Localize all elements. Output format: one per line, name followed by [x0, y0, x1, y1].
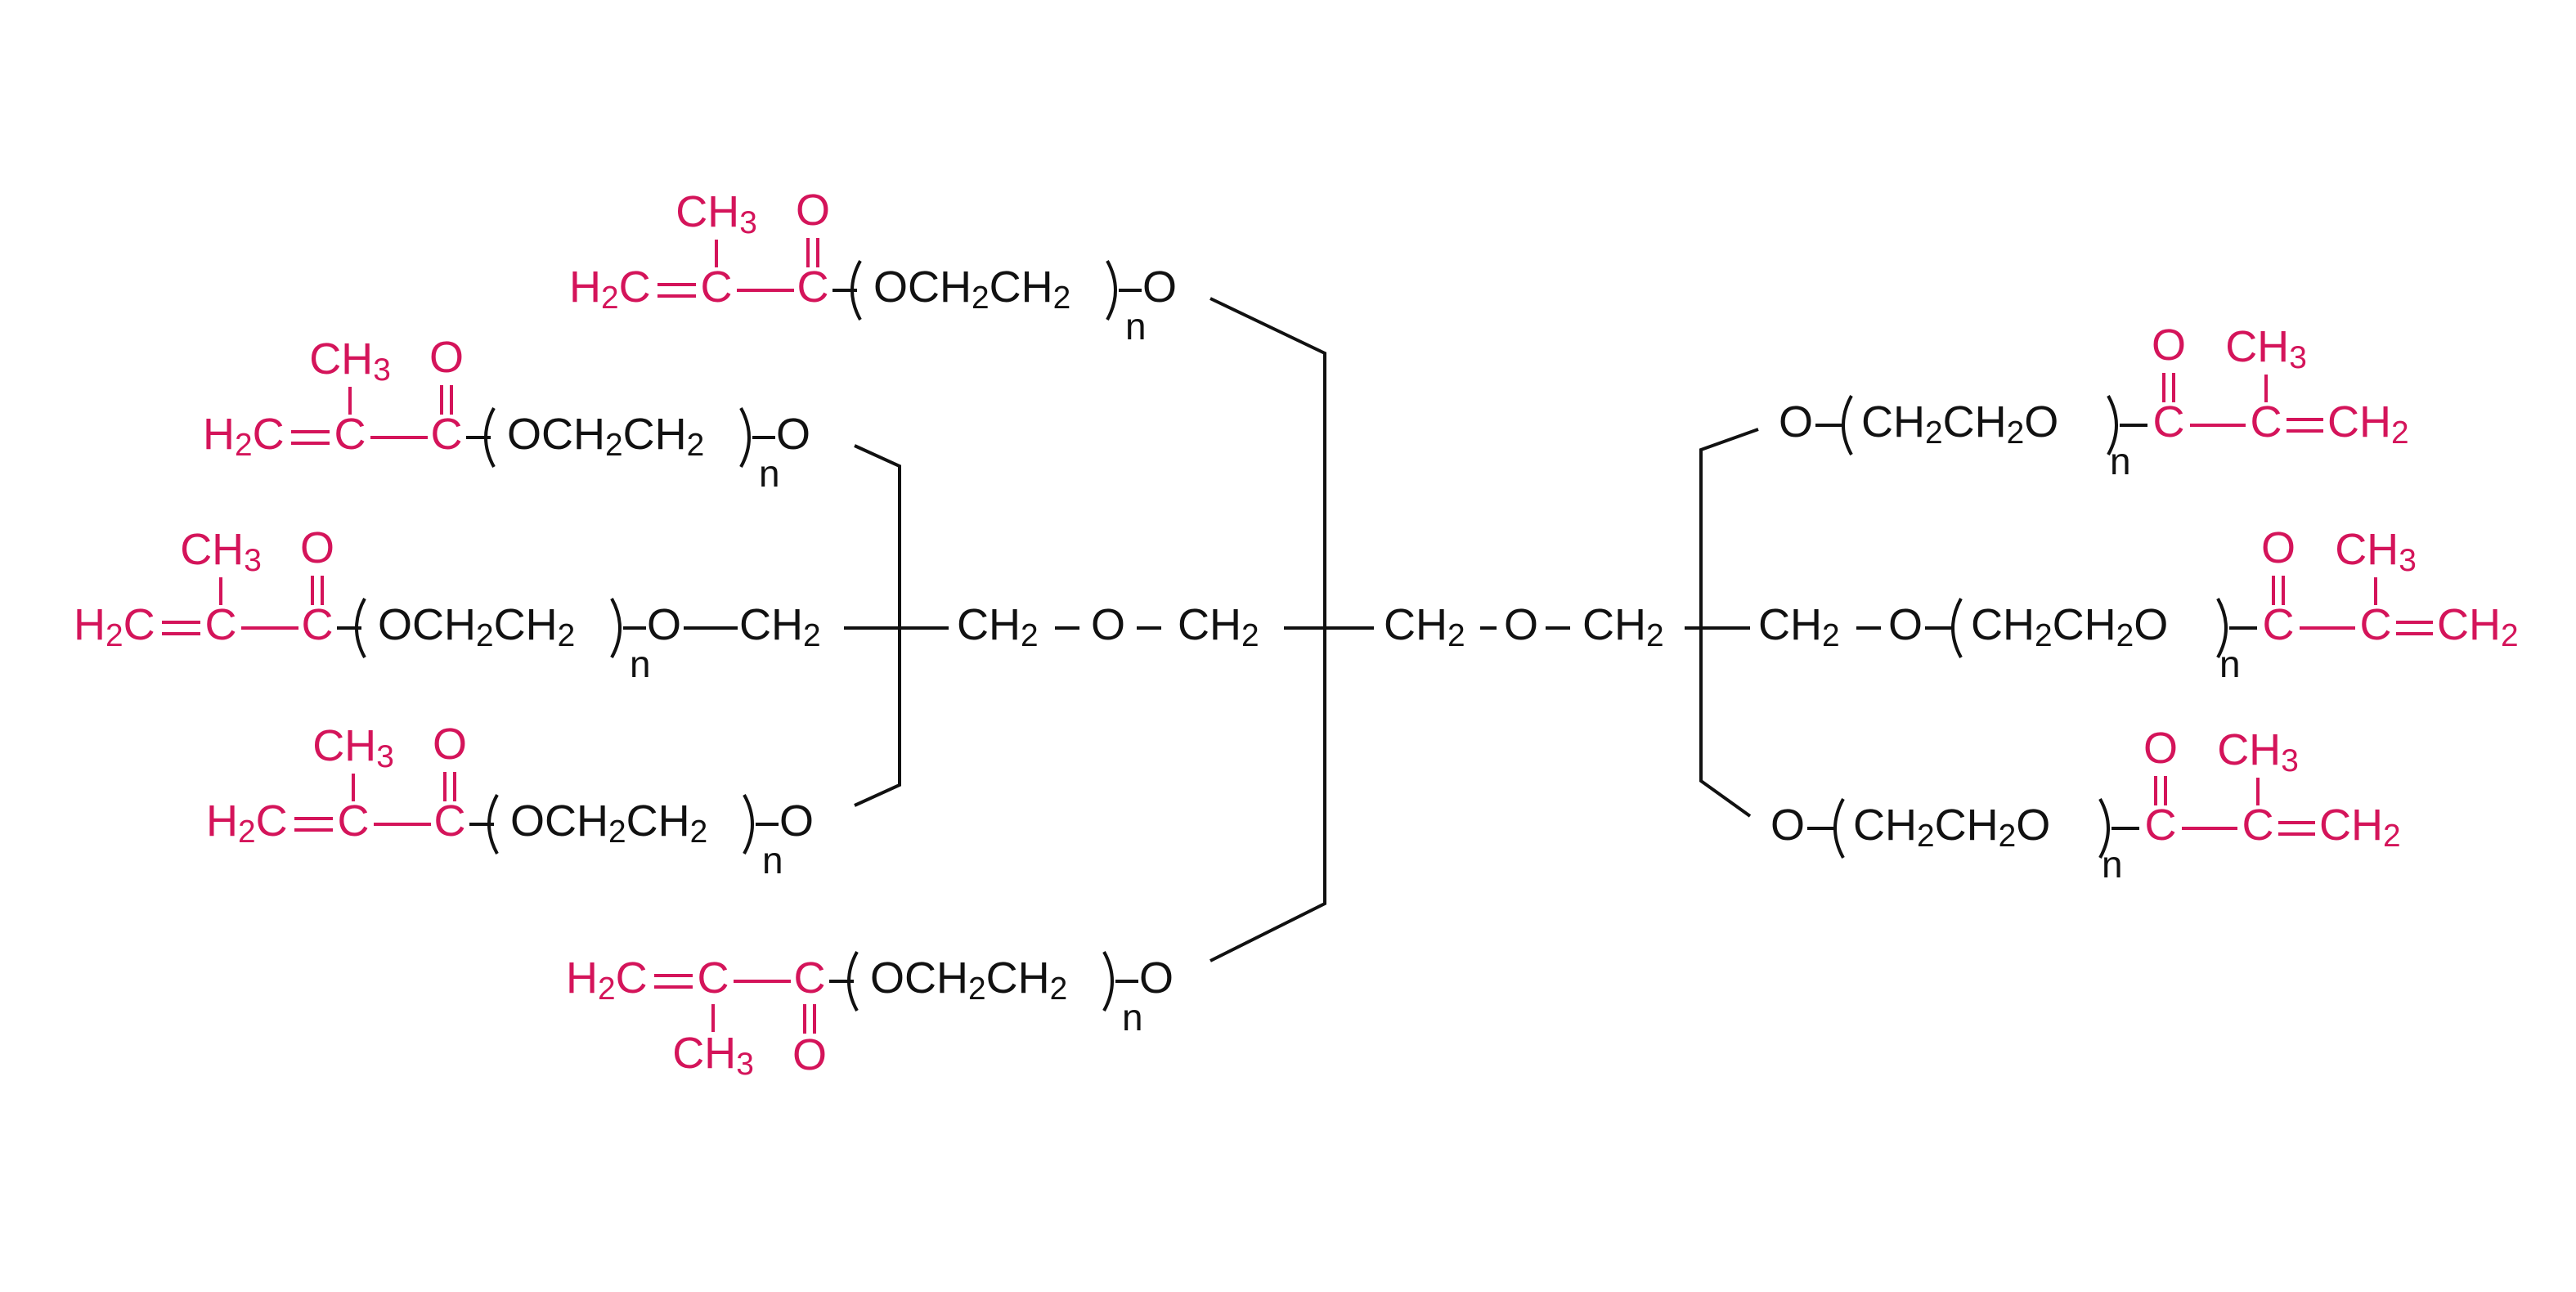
methyl-label: CH3 [2217, 725, 2299, 778]
repeat-bracket-open [355, 598, 366, 658]
repeat-bracket-close [1106, 260, 1117, 321]
carbonyl-oxygen: O [796, 186, 830, 235]
carbonyl-oxygen: O [300, 523, 334, 572]
carbonyl-carbon: C [302, 600, 334, 649]
repeat-count: n [1122, 996, 1143, 1039]
methylene-label: CH2 [1384, 600, 1465, 653]
carbonyl-oxygen: O [429, 333, 464, 382]
methacrylate-bond-lines [162, 238, 2433, 1034]
repeat-bracket-close [1102, 951, 1114, 1012]
peg-unit-label: OCH2CH2 [510, 796, 707, 850]
repeat-bracket-close [743, 794, 754, 855]
methylene-label: CH2 [1582, 600, 1664, 653]
ether-oxygen: O [1779, 397, 1813, 446]
peg-unit-label: CH2CH2O [1861, 397, 2058, 451]
peg-unit-label: OCH2CH2 [870, 953, 1067, 1007]
ether-oxygen: O [1888, 600, 1923, 649]
branch-bond [854, 628, 901, 807]
h2c-label: H2C [74, 600, 155, 653]
carbonyl-oxygen: O [792, 1030, 827, 1079]
repeat-count: n [630, 643, 651, 685]
carbonyl-carbon: C [797, 262, 829, 312]
branch-bond [854, 444, 901, 628]
peg-unit-label: CH2CH2O [1853, 801, 2050, 854]
methyl-label: CH3 [309, 334, 391, 388]
repeat-count: n [2219, 643, 2241, 685]
carbonyl-oxygen: O [2152, 321, 2186, 370]
core-ether-oxygen: O [1091, 600, 1125, 649]
methyl-label: CH3 [672, 1029, 754, 1082]
vinyl-carbon: C [698, 953, 729, 1003]
repeat-bracket-open [484, 407, 496, 468]
ether-oxygen: O [1139, 953, 1174, 1003]
ether-oxygen: O [647, 600, 681, 649]
vinyl-carbon: C [2360, 600, 2392, 649]
peg-unit-label: OCH2CH2 [378, 600, 575, 653]
repeat-bracket-open [850, 260, 862, 321]
vinyl-carbon: C [2242, 801, 2274, 850]
methyl-label: CH3 [180, 525, 262, 578]
carbonyl-carbon: C [2263, 600, 2295, 649]
repeat-bracket-open [1842, 395, 1853, 455]
carbonyl-carbon: C [431, 410, 463, 459]
methylene-label: CH2 [1758, 600, 1840, 653]
repeat-bracket-open [1951, 598, 1963, 658]
repeat-bracket-close [610, 598, 622, 658]
carbonyl-oxygen: O [2143, 724, 2178, 773]
ch2-label: CH2 [2319, 801, 2401, 854]
branch-bond [1699, 428, 1759, 628]
carbonyl-carbon: C [794, 953, 826, 1003]
ether-oxygen: O [779, 796, 814, 846]
branch-bond [1209, 297, 1326, 628]
repeat-count: n [1125, 305, 1147, 348]
core-ether-oxygen: O [1504, 600, 1538, 649]
repeat-bracket-close [2098, 798, 2110, 859]
carbonyl-carbon: C [2145, 801, 2177, 850]
vinyl-carbon: C [205, 600, 237, 649]
ether-oxygen: O [1770, 801, 1805, 850]
methyl-label: CH3 [312, 721, 394, 774]
vinyl-carbon: C [701, 262, 733, 312]
repeat-bracket-close [2107, 395, 2118, 455]
methylene-label: CH2 [739, 600, 821, 653]
repeat-count: n [2110, 440, 2131, 482]
ch2-label: CH2 [2327, 397, 2409, 451]
repeat-count: n [2102, 843, 2123, 886]
repeat-bracket-open [847, 951, 859, 1012]
carbonyl-carbon: C [2153, 397, 2185, 446]
methyl-label: CH3 [2335, 525, 2417, 578]
carbonyl-oxygen: O [2261, 523, 2296, 572]
repeat-count: n [762, 839, 783, 882]
vinyl-carbon: C [2251, 397, 2282, 446]
h2c-label: H2C [569, 262, 651, 316]
branch-bond [1699, 628, 1752, 818]
repeat-bracket-close [739, 407, 751, 468]
h2c-label: H2C [566, 953, 648, 1007]
peg-unit-label: OCH2CH2 [507, 410, 704, 463]
h2c-label: H2C [203, 410, 285, 463]
ch2-label: CH2 [2437, 600, 2519, 653]
ether-oxygen: O [776, 410, 810, 459]
bond-lines [337, 260, 2257, 1012]
branch-bond [1209, 628, 1326, 962]
h2c-label: H2C [206, 796, 288, 850]
carbonyl-oxygen: O [433, 720, 467, 769]
methylene-label: CH2 [1178, 600, 1259, 653]
repeat-bracket-close [2216, 598, 2228, 658]
methyl-label: CH3 [675, 187, 757, 240]
peg-unit-label: CH2CH2O [1971, 600, 2168, 653]
vinyl-carbon: C [338, 796, 370, 846]
peg-unit-label: OCH2CH2 [873, 262, 1070, 316]
repeat-bracket-open [1833, 798, 1845, 859]
ether-oxygen: O [1142, 262, 1177, 312]
methylene-label: CH2 [957, 600, 1039, 653]
repeat-bracket-open [487, 794, 499, 855]
methyl-label: CH3 [2225, 322, 2307, 375]
repeat-count: n [759, 452, 780, 495]
vinyl-carbon: C [334, 410, 366, 459]
carbonyl-carbon: C [434, 796, 466, 846]
